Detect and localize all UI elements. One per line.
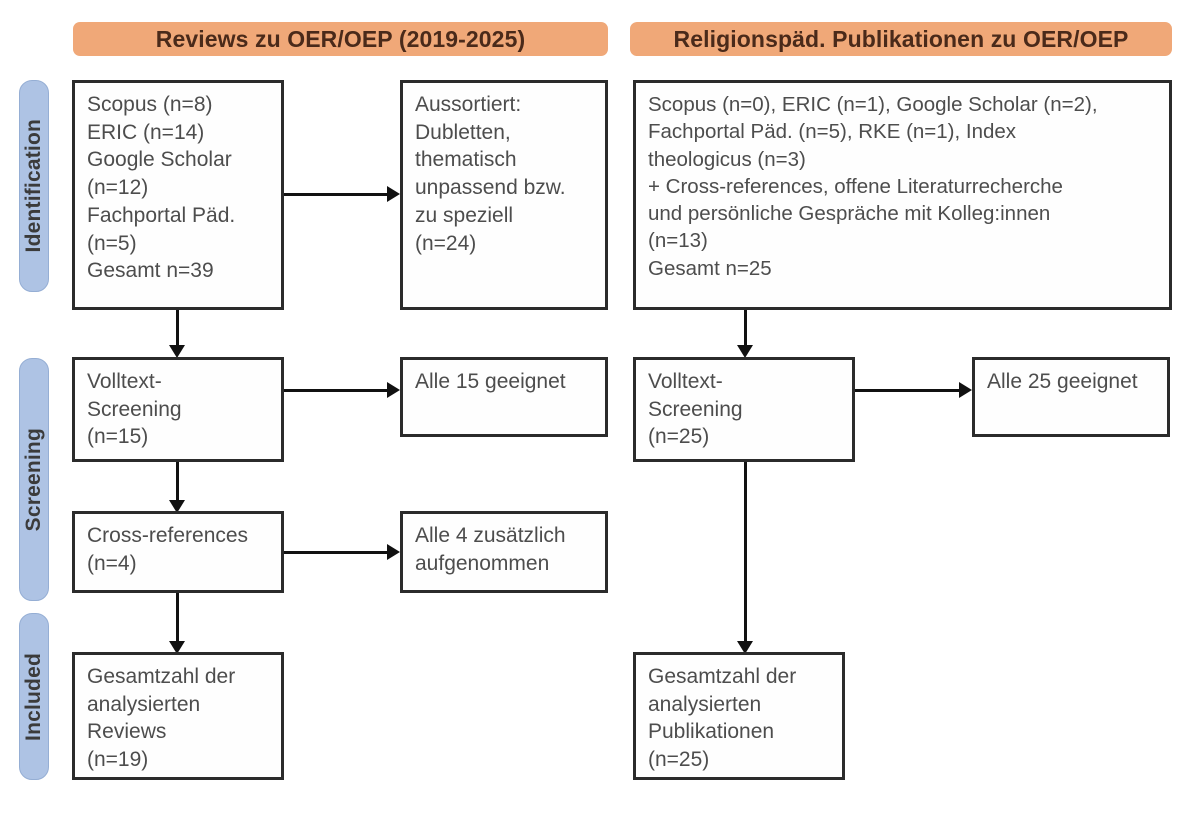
stage-badge-identification: Identification — [19, 80, 49, 292]
stage-badge-screening: Screening — [19, 358, 49, 601]
right-column-header: Religionspäd. Publikationen zu OER/OEP — [630, 22, 1172, 56]
connector-right-screening-to-included — [744, 462, 747, 641]
left-column-header: Reviews zu OER/OEP (2019-2025) — [73, 22, 608, 56]
stage-badge-included: Included — [19, 613, 49, 780]
connector-right-screening-to-suitable — [855, 389, 959, 392]
box-left-identification-sources: Scopus (n=8) ERIC (n=14) Google Scholar … — [72, 80, 284, 310]
stage-label-screening: Screening — [22, 427, 45, 532]
connector-left-screening-to-crossrefs — [176, 462, 179, 500]
arrowhead-down-icon — [169, 345, 185, 358]
connector-left-sources-to-excluded — [284, 193, 387, 196]
connector-left-screening-to-suitable — [284, 389, 387, 392]
arrowhead-down-icon — [737, 345, 753, 358]
arrowhead-down-icon — [737, 641, 753, 654]
stage-label-identification: Identification — [22, 119, 45, 253]
box-right-all-suitable: Alle 25 geeignet — [972, 357, 1170, 437]
arrowhead-right-icon — [959, 382, 972, 398]
connector-left-crossrefs-to-included — [176, 593, 179, 641]
arrowhead-right-icon — [387, 544, 400, 560]
box-right-included-total: Gesamtzahl der analysierten Publikatione… — [633, 652, 845, 780]
box-left-fulltext-screening: Volltext- Screening (n=15) — [72, 357, 284, 462]
arrowhead-down-icon — [169, 500, 185, 513]
arrowhead-right-icon — [387, 186, 400, 202]
box-left-all-suitable: Alle 15 geeignet — [400, 357, 608, 437]
box-left-all-added: Alle 4 zusätzlich aufgenommen — [400, 511, 608, 593]
box-left-included-total: Gesamtzahl der analysierten Reviews (n=1… — [72, 652, 284, 780]
box-left-cross-references: Cross-references (n=4) — [72, 511, 284, 593]
box-right-identification-sources: Scopus (n=0), ERIC (n=1), Google Scholar… — [633, 80, 1172, 310]
connector-left-crossrefs-to-added — [284, 551, 387, 554]
connector-left-sources-to-screening — [176, 310, 179, 345]
arrowhead-down-icon — [169, 641, 185, 654]
connector-right-sources-to-screening — [744, 310, 747, 345]
box-left-excluded: Aussortiert: Dubletten, thematisch unpas… — [400, 80, 608, 310]
stage-label-included: Included — [22, 652, 45, 741]
arrowhead-right-icon — [387, 382, 400, 398]
box-right-fulltext-screening: Volltext- Screening (n=25) — [633, 357, 855, 462]
